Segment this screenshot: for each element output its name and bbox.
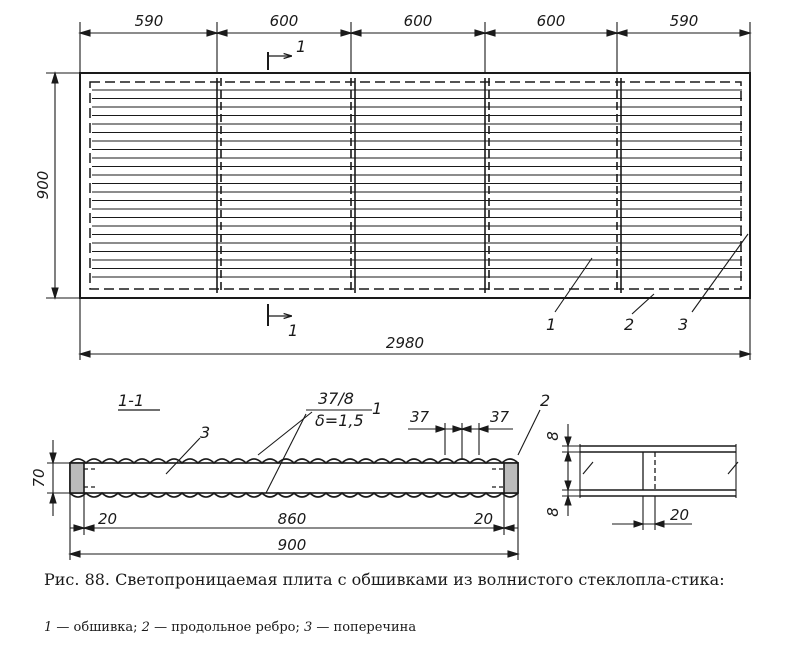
total-dim-label: 2980 — [386, 334, 424, 352]
corrugation-lines — [92, 89, 742, 278]
callout-1: 1 — [546, 315, 556, 334]
section-callout-1: 1 — [372, 399, 382, 418]
legend-text-1: — обшивка; — [52, 620, 142, 635]
pitch-right: 37 — [490, 408, 510, 426]
detail-gap-bottom: 8 — [544, 507, 562, 517]
section-title: 1-1 — [118, 391, 144, 410]
plan-view — [46, 22, 752, 360]
corrugated-sheet-bottom — [69, 491, 519, 498]
bay-dim-4: 600 — [537, 12, 566, 30]
clear-span-label: 860 — [278, 510, 307, 528]
edge-left-label: 20 — [98, 510, 117, 528]
figure-legend: 1 — обшивка; 2 — продольное ребро; 3 — п… — [44, 620, 784, 635]
section-mark-top: 1 — [296, 37, 306, 56]
end-rib-right — [503, 462, 519, 494]
section-view — [47, 409, 541, 560]
legend-text-3: — поперечина — [312, 620, 417, 635]
drawing: 590 600 600 600 590 900 2980 1 1 1 2 3 — [30, 12, 752, 560]
plan-leaders — [554, 233, 749, 315]
detail-width: 20 — [670, 506, 689, 524]
detail-view — [562, 424, 739, 530]
legend-text-2: — продольное ребро; — [149, 620, 305, 635]
bay-dim-3: 600 — [404, 12, 433, 30]
section-cut-mark-top — [267, 52, 292, 70]
callout-2: 2 — [624, 315, 634, 334]
legend-num-1: 1 — [44, 620, 53, 635]
pitch-dimension — [408, 423, 513, 460]
top-dimension-chain — [78, 22, 752, 73]
edge-right-label: 20 — [474, 510, 493, 528]
total-dimension — [78, 298, 752, 360]
crossbar-body — [69, 462, 519, 494]
bolt-marks — [84, 468, 504, 488]
section-mark-bottom: 1 — [288, 321, 298, 340]
sheet-spec: 37/8 — [318, 389, 354, 408]
rib-dashed-outline — [89, 81, 742, 290]
rib-height-dimension — [47, 440, 70, 516]
height-dim-label: 900 — [34, 171, 52, 200]
section-leaders — [165, 409, 541, 494]
bay-dim-1: 590 — [135, 12, 164, 30]
legend-num-3: 3 — [304, 620, 313, 635]
legend-num-2: 2 — [141, 620, 150, 635]
rib-height-label: 70 — [30, 468, 48, 487]
panel-outline — [79, 72, 751, 299]
detail-gap-top: 8 — [544, 431, 562, 441]
section-cut-mark-bottom — [267, 304, 292, 326]
corrugated-sheet-top — [69, 458, 519, 465]
end-rib-left — [69, 462, 85, 494]
cross-members — [216, 78, 622, 293]
bay-dim-5: 590 — [670, 12, 699, 30]
overall-label: 900 — [278, 536, 307, 554]
pitch-left: 37 — [410, 408, 430, 426]
section-dimensions — [68, 493, 520, 560]
bay-dim-2: 600 — [270, 12, 299, 30]
section-callout-3: 3 — [200, 423, 210, 442]
section-callout-2: 2 — [540, 391, 550, 410]
figure-caption: Рис. 88. Светопроницаемая плита с обшивк… — [44, 570, 725, 589]
sheet-thickness: δ=1,5 — [315, 411, 364, 430]
callout-3: 3 — [678, 315, 688, 334]
height-dimension — [46, 71, 80, 300]
